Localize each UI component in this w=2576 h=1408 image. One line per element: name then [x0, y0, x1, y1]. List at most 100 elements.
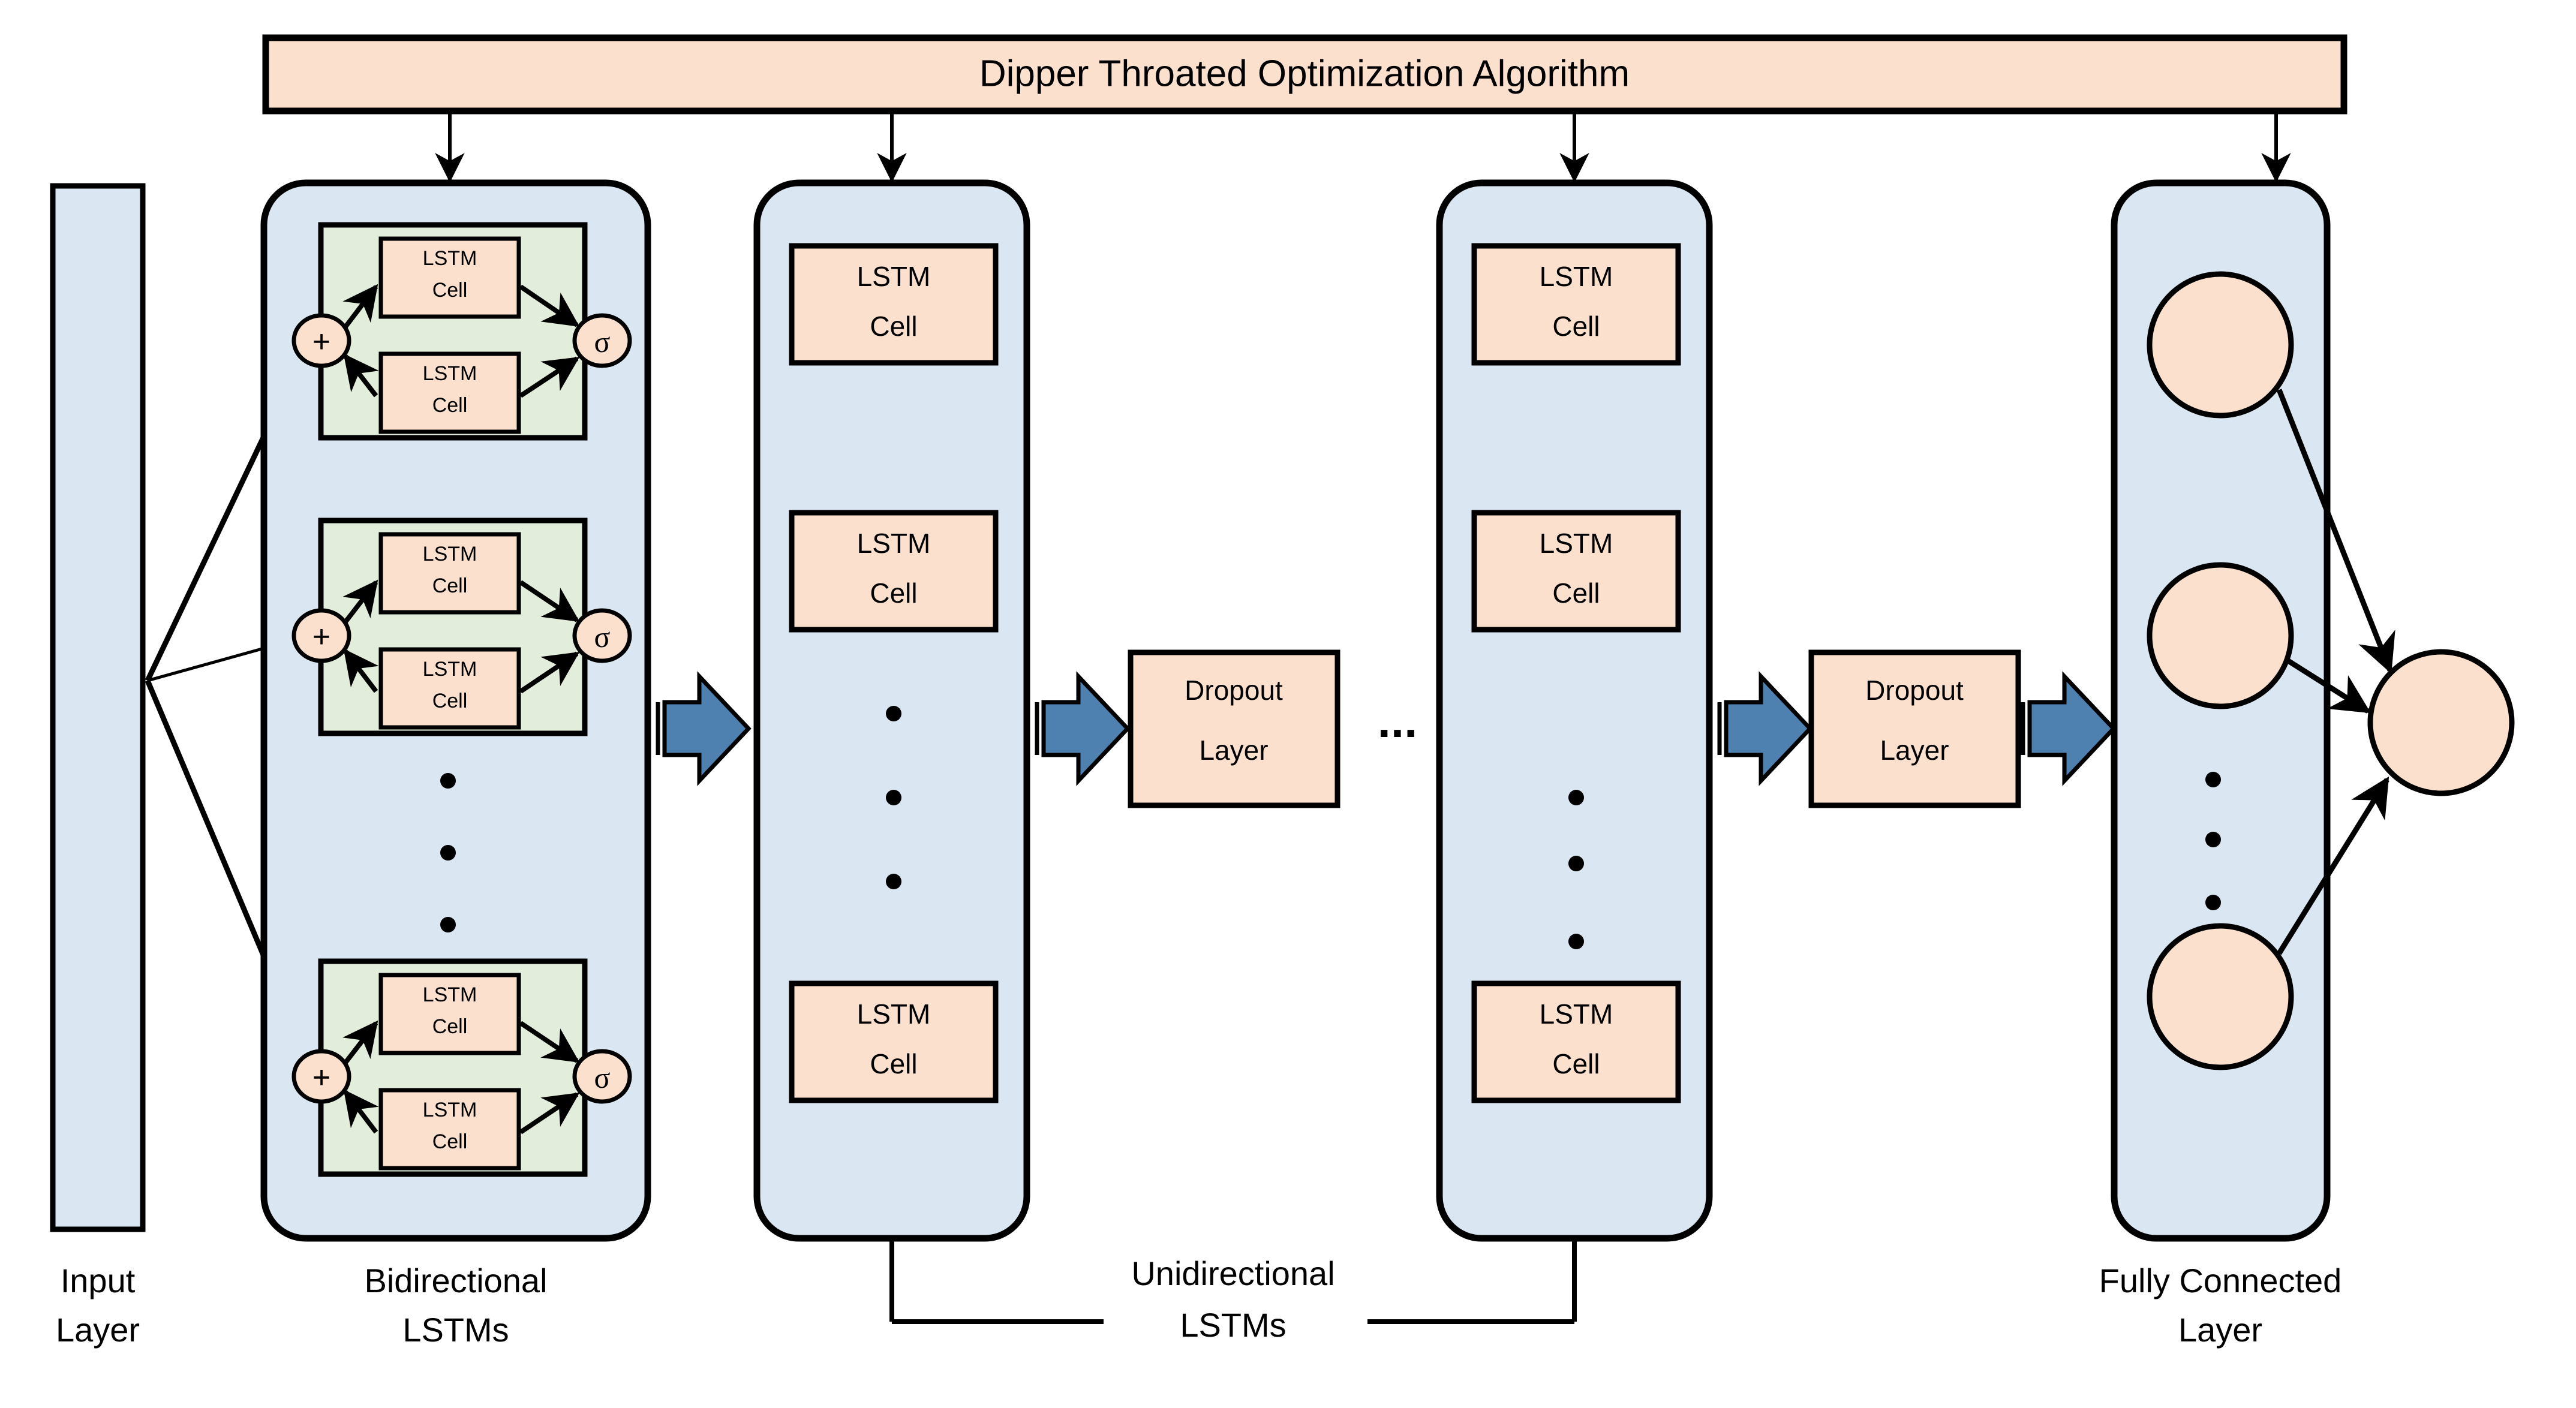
fc-output-arrow-1: [2276, 389, 2395, 674]
bilstm-unit-2-arrow-sum-to-forward: [342, 579, 378, 624]
series-ellipsis: ...: [1378, 694, 1418, 747]
bilstm-unit-2-sigma-node[interactable]: [572, 608, 632, 663]
bilstm-unit-3-backward-cell-line2: Cell: [432, 1130, 468, 1153]
fc-ellipsis-dot-3: [2205, 895, 2221, 910]
dropout-layer-first[interactable]: Dropout Layer: [1128, 649, 1340, 808]
fully-connected-layer-caption-line2: Layer: [2178, 1311, 2262, 1349]
bilstm-ellipsis-dot-1: [440, 773, 456, 789]
bilstm-unit-3-sum-node[interactable]: [291, 1049, 351, 1104]
bilstm-unit-3-backward-cell[interactable]: [378, 1088, 521, 1171]
fc-neuron-1[interactable]: [2147, 271, 2294, 419]
output-neuron[interactable]: [2367, 649, 2515, 796]
input-layer-column[interactable]: Input Layer: [50, 183, 146, 1349]
bilstm-unit-2[interactable]: LSTM Cell LSTM Cell + σ: [291, 518, 632, 736]
bilstm-unit-3-forward-cell[interactable]: [378, 973, 521, 1055]
uni1-lstm-cell-3-line2: Cell: [870, 1048, 917, 1079]
bilstm-unit-1-sigma-node[interactable]: [572, 313, 632, 368]
unidirectional-lstms-last-column[interactable]: LSTM Cell LSTM Cell LSTM Cell: [1436, 179, 1713, 1242]
bilstm-unit-2-sum-glyph: +: [312, 619, 330, 654]
fc-neuron-3[interactable]: [2147, 923, 2294, 1070]
bilstm-unit-2-forward-cell[interactable]: [378, 532, 521, 615]
bilstm-unit-1-forward-cell[interactable]: [378, 236, 521, 319]
block-arrow-uni1-to-dropout1: [1035, 671, 1131, 786]
bilstm-unit-2-forward-cell-line2: Cell: [432, 574, 468, 597]
block-arrow-dropout2-to-fc: [2021, 671, 2117, 786]
optimizer-bar: Dipper Throated Optimization Algorithm: [262, 34, 2347, 115]
uni2-lstm-cell-1-line1: LSTM: [1540, 261, 1613, 292]
bilstm-unit-2-sigma-glyph: σ: [594, 620, 611, 654]
bilstm-unit-3[interactable]: LSTM Cell LSTM Cell + σ: [291, 958, 632, 1177]
bilstm-ellipsis-dot-2: [440, 845, 456, 861]
uni2-lstm-cell-2-line2: Cell: [1552, 577, 1600, 609]
input-layer-caption-line1: Input: [61, 1262, 136, 1299]
bilstm-unit-3-sigma-node[interactable]: [572, 1049, 632, 1104]
uni2-ellipsis-dot-2: [1568, 856, 1584, 871]
optimizer-bar-rect: [262, 34, 2347, 115]
bilstm-unit-2-arrow-backward-to-sum: [343, 648, 379, 693]
uni1-ellipsis-dot-2: [886, 790, 901, 805]
bilstm-vertical-ellipsis: [440, 773, 456, 932]
bilstm-unit-2-forward-cell-line1: LSTM: [423, 543, 477, 565]
uni2-lstm-cell-2[interactable]: [1471, 510, 1681, 633]
uni2-lstm-cell-3[interactable]: [1471, 980, 1681, 1103]
bilstm-unit-1-arrow-backward-to-sigma: [519, 356, 580, 398]
block-arrow-3-shape: [1724, 671, 1813, 786]
fc-vertical-ellipsis: [2205, 772, 2221, 910]
unidirectional-group-caption-line1: Unidirectional: [1131, 1254, 1334, 1292]
bilstm-unit-3-arrow-forward-to-sigma: [519, 1021, 580, 1063]
bilstm-unit-3-backward-cell-line1: LSTM: [423, 1099, 477, 1121]
output-neuron-group[interactable]: [2367, 649, 2515, 796]
uni2-ellipsis-dot-3: [1568, 934, 1584, 949]
bilstm-unit-2-backward-cell[interactable]: [378, 647, 521, 730]
bilstm-unit-1-sum-glyph: +: [312, 324, 330, 359]
fc-to-output-arrows: [2276, 389, 2395, 955]
bilstm-unit-2-sum-node[interactable]: [291, 608, 351, 663]
bidirectional-lstms-column[interactable]: LSTM Cell LSTM Cell + σ LSTM Cell LSTM: [260, 179, 651, 1349]
uni2-lstm-cell-1[interactable]: [1471, 243, 1681, 366]
uni1-lstm-cell-2[interactable]: [789, 510, 999, 633]
uni1-ellipsis-dot-3: [886, 874, 901, 889]
uni1-lstm-cell-1-line2: Cell: [870, 311, 917, 342]
input-layer-rect[interactable]: [50, 183, 146, 1232]
bilstm-unit-1-arrow-backward-to-sum: [343, 353, 379, 398]
fc-output-arrow-3: [2277, 776, 2389, 955]
bilstm-unit-3-forward-cell-line1: LSTM: [423, 983, 477, 1006]
bilstm-unit-1-arrow-forward-to-sigma: [519, 284, 580, 327]
bidirectional-lstms-caption-line1: Bidirectional: [364, 1262, 547, 1299]
bilstm-unit-1-backward-cell-line2: Cell: [432, 394, 468, 417]
bilstm-unit-1-forward-cell-line1: LSTM: [423, 247, 477, 270]
bilstm-unit-2-arrow-forward-to-sigma: [519, 580, 580, 622]
bilstm-unit-2-backward-cell-line2: Cell: [432, 690, 468, 712]
unidirectional-lstms-first-column[interactable]: LSTM Cell LSTM Cell LSTM Cell: [753, 179, 1030, 1242]
bilstm-unit-1-backward-cell[interactable]: [378, 351, 521, 434]
bilstm-unit-1-arrow-sum-to-forward: [342, 284, 378, 329]
dropout-layer-last[interactable]: Dropout Layer: [1808, 649, 2021, 808]
bilstm-unit-1[interactable]: LSTM Cell LSTM Cell + σ: [291, 222, 632, 441]
fc-neuron-2[interactable]: [2147, 562, 2294, 709]
block-arrow-uni2-to-dropout2: [1717, 671, 1813, 786]
bilstm-ellipsis-dot-3: [440, 917, 456, 932]
bidirectional-lstms-caption-line2: LSTMs: [402, 1311, 509, 1349]
uni1-lstm-cell-1[interactable]: [789, 243, 999, 366]
dropout-layer-last-line1: Dropout: [1865, 675, 1964, 706]
block-arrow-2-shape: [1041, 671, 1131, 786]
dropout-layer-first-rect[interactable]: [1128, 649, 1340, 808]
dropout-layer-last-line2: Layer: [1880, 735, 1949, 766]
block-arrow-bilstm-to-uni1: [656, 671, 752, 786]
block-arrow-1-shape: [662, 671, 752, 786]
fc-ellipsis-dot-1: [2205, 772, 2221, 787]
dropout-layer-last-rect[interactable]: [1808, 649, 2021, 808]
bilstm-unit-1-sum-node[interactable]: [291, 313, 351, 368]
fully-connected-layer-column[interactable]: Fully Connected Layer: [2099, 179, 2342, 1349]
optimizer-arrows: [435, 112, 2291, 183]
uni2-ellipsis-dot-1: [1568, 790, 1584, 805]
unidirectional-group-caption-line2: LSTMs: [1180, 1306, 1286, 1344]
uni2-vertical-ellipsis: [1568, 790, 1584, 949]
uni1-lstm-cell-3[interactable]: [789, 980, 999, 1103]
uni2-lstm-cell-1-line2: Cell: [1552, 311, 1600, 342]
bilstm-unit-3-sum-glyph: +: [312, 1060, 330, 1095]
bilstm-unit-3-sigma-glyph: σ: [594, 1061, 611, 1094]
uni1-lstm-cell-3-line1: LSTM: [857, 998, 931, 1030]
dropout-layer-first-line1: Dropout: [1185, 675, 1283, 706]
